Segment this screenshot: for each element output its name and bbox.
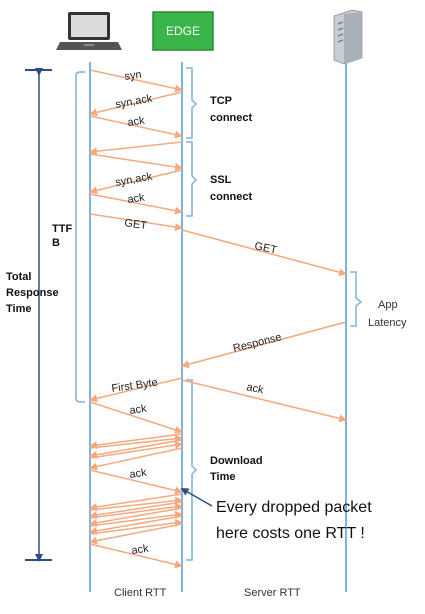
msg-ack-server: ack bbox=[245, 381, 265, 396]
arrow-ack-5 bbox=[89, 543, 183, 569]
ssl-label-2: connect bbox=[210, 191, 253, 203]
tcp-label-2: connect bbox=[210, 112, 253, 124]
total-label-1: Total bbox=[6, 271, 31, 283]
download-bracket bbox=[186, 379, 198, 561]
ssl-label-1: SSL bbox=[210, 174, 232, 186]
arrow-dl-5 bbox=[89, 447, 183, 471]
msg-ack-5: ack bbox=[131, 543, 150, 557]
arrow-ack-4 bbox=[89, 469, 183, 495]
msg-first-byte: First Byte bbox=[111, 377, 159, 395]
arrow-dl-4 bbox=[89, 441, 183, 459]
msg-ack-3: ack bbox=[129, 403, 148, 417]
arrow-dl-7 bbox=[89, 496, 183, 511]
message-arrows bbox=[89, 69, 347, 569]
ttfb-bracket bbox=[75, 71, 85, 403]
edge-node: EDGE bbox=[152, 11, 214, 51]
note-line-2: here costs one RTT ! bbox=[216, 525, 365, 542]
msg-ack-1: ack bbox=[127, 115, 146, 129]
laptop-icon bbox=[56, 12, 122, 50]
arrow-get-client bbox=[89, 213, 183, 231]
msg-syn: syn bbox=[124, 69, 143, 83]
msg-ack-2: ack bbox=[127, 192, 146, 206]
arrow-response bbox=[181, 321, 347, 369]
msg-syn-ack-2: syn,ack bbox=[114, 171, 153, 189]
arrow-ssl-2 bbox=[89, 153, 183, 171]
client-rtt-label: Client RTT bbox=[114, 587, 167, 599]
msg-syn-ack-1: syn,ack bbox=[114, 93, 153, 111]
tcp-bracket bbox=[186, 67, 198, 139]
app-latency-bracket bbox=[350, 271, 363, 327]
arrow-dl-3 bbox=[89, 439, 183, 459]
msg-response: Response bbox=[232, 331, 283, 355]
arrow-dl-14 bbox=[89, 523, 183, 545]
total-label-3: Time bbox=[6, 303, 31, 315]
arrow-ack-3 bbox=[89, 401, 183, 434]
app-label-1: App bbox=[378, 299, 398, 311]
download-label-1: Download bbox=[210, 455, 263, 467]
arrow-dl-6 bbox=[89, 493, 183, 511]
arrow-ack-1 bbox=[89, 115, 183, 139]
arrow-dl-9 bbox=[89, 502, 183, 519]
arrow-dl-11 bbox=[89, 510, 183, 527]
arrow-ack-server bbox=[181, 379, 347, 423]
server-rtt-label: Server RTT bbox=[244, 587, 301, 599]
ttfb-label-1: TTF bbox=[52, 223, 72, 235]
arrow-dl-1 bbox=[89, 433, 183, 450]
arrow-syn-ack-1 bbox=[89, 91, 183, 117]
arrow-dl-13 bbox=[89, 518, 183, 535]
msg-get-client: GET bbox=[124, 217, 148, 232]
edge-label: EDGE bbox=[166, 24, 200, 38]
arrow-dl-10 bbox=[89, 507, 183, 527]
arrow-ack-2 bbox=[89, 193, 183, 215]
arrow-dl-8 bbox=[89, 501, 183, 519]
app-label-2: Latency bbox=[368, 317, 407, 329]
arrow-syn bbox=[89, 69, 183, 93]
server-icon bbox=[333, 9, 363, 65]
arrow-dl-2 bbox=[89, 434, 183, 449]
arrow-ssl-1 bbox=[89, 141, 183, 156]
msg-get-server: GET bbox=[253, 240, 278, 256]
tcp-label-1: TCP bbox=[210, 95, 232, 107]
arrow-syn-ack-2 bbox=[89, 169, 183, 195]
note-pointer bbox=[180, 488, 213, 507]
note-line-1: Every dropped packet bbox=[216, 499, 372, 516]
msg-ack-4: ack bbox=[129, 467, 148, 481]
total-response-bar bbox=[25, 68, 52, 562]
ssl-bracket bbox=[186, 141, 198, 217]
arrow-dl-12 bbox=[89, 515, 183, 535]
arrow-first-byte bbox=[89, 377, 183, 403]
download-label-2: Time bbox=[210, 471, 235, 483]
ttfb-label-2: B bbox=[52, 237, 60, 249]
total-label-2: Response bbox=[6, 287, 59, 299]
arrow-get-server bbox=[181, 229, 347, 277]
